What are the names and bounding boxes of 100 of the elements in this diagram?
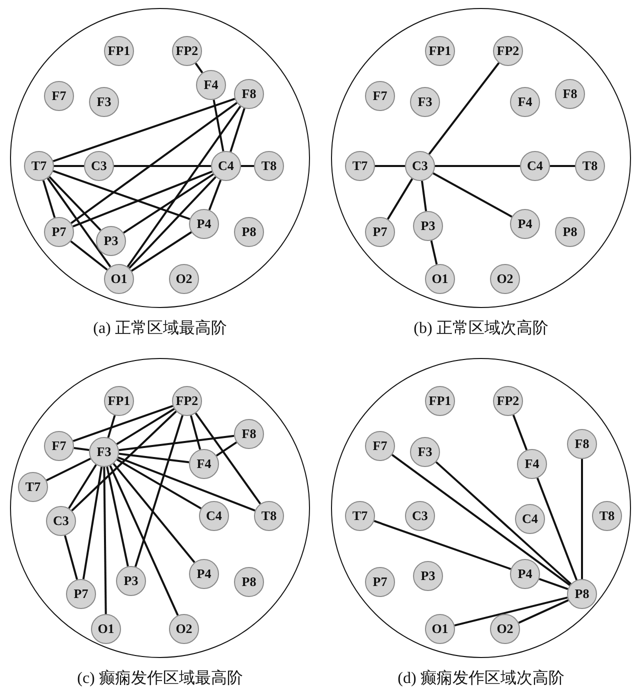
- electrode-node: F7: [365, 431, 395, 461]
- electrode-node: FP2: [172, 386, 202, 416]
- electrode-node: F3: [89, 437, 119, 467]
- connection-line: [52, 170, 190, 220]
- electrode-node: F7: [44, 431, 74, 461]
- electrode-node: F4: [517, 449, 547, 479]
- connection-line: [435, 461, 572, 585]
- panel-label: (c) 癫痫发作区域最高阶: [77, 668, 243, 689]
- connection-line: [212, 100, 224, 152]
- electrode-node: P3: [413, 211, 443, 241]
- connection-line: [46, 178, 112, 268]
- electrode-node: FP1: [425, 386, 455, 416]
- electrode-node: P7: [365, 567, 395, 597]
- connection-line: [392, 454, 570, 586]
- electrode-node: P3: [96, 226, 126, 256]
- connection-line: [126, 106, 242, 268]
- electrode-node: T7: [24, 151, 54, 181]
- electrode-node: F4: [196, 70, 226, 100]
- connection-line: [116, 408, 175, 445]
- electrode-node: F7: [44, 81, 74, 111]
- connection-line: [123, 173, 214, 234]
- electrode-node: T7: [18, 472, 48, 502]
- connection-line: [581, 459, 583, 579]
- electrode-node: O2: [169, 264, 199, 294]
- connection-line: [375, 165, 405, 167]
- connection-line: [190, 415, 202, 450]
- connection-line: [52, 98, 236, 162]
- electrode-node: P3: [116, 566, 146, 596]
- electrode-node: FP2: [493, 386, 523, 416]
- connection-line: [114, 165, 211, 167]
- connection-line: [118, 456, 256, 512]
- connection-line: [230, 108, 246, 152]
- electrode-node: O2: [169, 614, 199, 644]
- connection-line: [112, 462, 196, 564]
- connection-line: [68, 464, 97, 509]
- electrode-node: C4: [199, 501, 229, 531]
- panel-label: (d) 癫痫发作区域次高阶: [398, 668, 564, 689]
- connection-line: [128, 176, 216, 269]
- electrode-node: O2: [490, 264, 520, 294]
- electrode-node: T8: [254, 501, 284, 531]
- connection-line: [432, 172, 512, 218]
- electrode-node: P4: [510, 209, 540, 239]
- electrode-node: T8: [575, 151, 605, 181]
- electrode-node: P4: [189, 559, 219, 589]
- connection-line: [42, 180, 56, 218]
- connection-line: [74, 446, 90, 452]
- electrode-node: C3: [46, 506, 76, 536]
- connection-line: [208, 180, 222, 210]
- connection-line: [72, 170, 212, 228]
- connection-line: [64, 535, 78, 580]
- electrode-node: T7: [345, 501, 375, 531]
- electrode-node: FP2: [493, 36, 523, 66]
- connection-line: [103, 467, 107, 614]
- electrode-node: O1: [425, 614, 455, 644]
- electrode-node: P8: [567, 579, 597, 609]
- electrode-node: F3: [410, 437, 440, 467]
- connection-line: [386, 178, 414, 220]
- connection-line: [106, 466, 129, 567]
- connection-line: [428, 62, 500, 155]
- electrode-node: C4: [515, 504, 545, 534]
- connection-line: [118, 434, 234, 452]
- connection-line: [241, 165, 254, 167]
- connection-line: [134, 415, 184, 567]
- panel-label: (b) 正常区域次高阶: [414, 318, 548, 339]
- connection-line: [374, 520, 512, 570]
- electrode-node: C3: [405, 151, 435, 181]
- connection-line: [107, 415, 116, 438]
- electrode-node: T8: [254, 151, 284, 181]
- head-outline: [10, 358, 310, 658]
- electrode-node: P7: [44, 217, 74, 247]
- connection-line: [194, 62, 204, 74]
- electrode-node: P7: [365, 217, 395, 247]
- connection-line: [54, 165, 84, 167]
- electrode-node: P4: [189, 209, 219, 239]
- panel-label: (a) 正常区域最高阶: [93, 318, 227, 339]
- connection-line: [194, 412, 262, 504]
- electrode-node: FP1: [104, 386, 134, 416]
- connection-line: [109, 465, 179, 616]
- electrode-node: F8: [555, 79, 585, 109]
- connection-line: [116, 458, 202, 510]
- connection-line: [131, 231, 192, 272]
- electrode-node: P8: [234, 567, 264, 597]
- connection-line: [118, 452, 190, 464]
- electrode-node: F8: [567, 429, 597, 459]
- connection-line: [48, 176, 102, 231]
- electrode-node: F3: [410, 87, 440, 117]
- head-outline: [331, 358, 631, 658]
- electrode-node: FP2: [172, 36, 202, 66]
- electrode-node: C3: [405, 501, 435, 531]
- electrode-node: F7: [365, 81, 395, 111]
- electrode-node: FP1: [425, 36, 455, 66]
- electrode-node: T7: [345, 151, 375, 181]
- connection-line: [550, 165, 575, 167]
- electrode-node: O1: [425, 264, 455, 294]
- electrode-node: T8: [592, 501, 622, 531]
- electrode-node: F4: [189, 449, 219, 479]
- electrode-node: F3: [89, 87, 119, 117]
- connection-line: [216, 441, 238, 457]
- electrode-node: O1: [104, 264, 134, 294]
- connection-line: [454, 596, 568, 626]
